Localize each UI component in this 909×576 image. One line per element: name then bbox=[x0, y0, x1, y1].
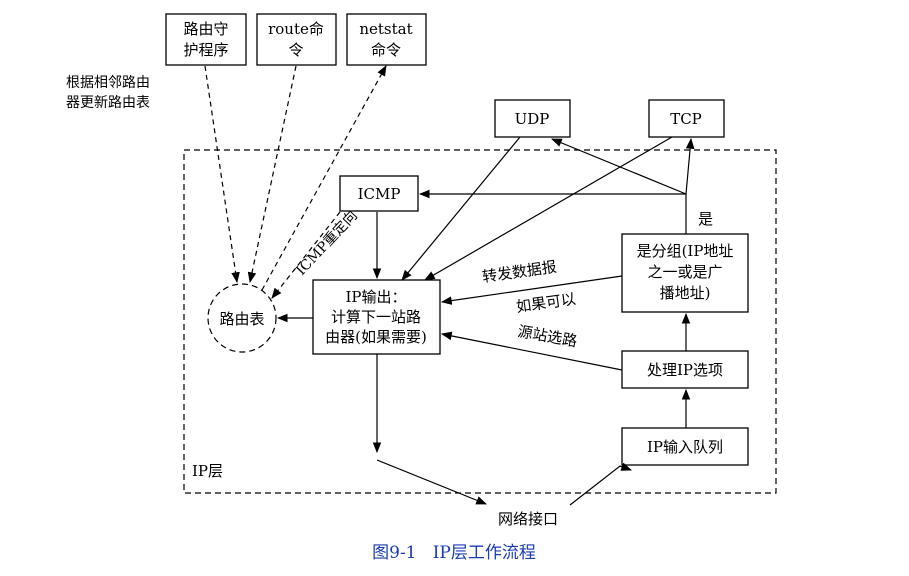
arrow-source-route bbox=[440, 331, 623, 371]
route-command-node: route命 令 bbox=[256, 13, 337, 66]
svg-text:TCP: TCP bbox=[670, 110, 702, 128]
svg-text:路由守: 路由守 bbox=[183, 20, 228, 38]
arrow-forward-datagram bbox=[440, 275, 623, 305]
yes-label: 是 bbox=[698, 210, 713, 228]
icmp-node: ICMP bbox=[339, 175, 419, 212]
svg-text:处理IP选项: 处理IP选项 bbox=[647, 361, 723, 379]
svg-text:路由表: 路由表 bbox=[219, 310, 264, 328]
arrow-routing-table-to-netstat bbox=[261, 65, 387, 291]
svg-text:播地址): 播地址) bbox=[660, 284, 711, 302]
svg-text:IP输入队列: IP输入队列 bbox=[647, 438, 723, 456]
arrow-network-interface-to-input-queue bbox=[569, 462, 633, 506]
process-ip-options-node: 处理IP选项 bbox=[621, 350, 749, 389]
arrow-udp-to-ip-output bbox=[401, 136, 521, 281]
arrow-icmp-redirect bbox=[271, 211, 341, 299]
icmp-redirect-label: ICMP重定向 bbox=[293, 208, 361, 279]
svg-text:护程序: 护程序 bbox=[183, 41, 228, 59]
ip-layer-boundary bbox=[183, 149, 777, 494]
svg-text:是分组(IP地址: 是分组(IP地址 bbox=[637, 242, 734, 260]
routing-daemon-node: 路由守 护程序 bbox=[165, 13, 247, 66]
if-possible-label: 如果可以 bbox=[515, 290, 577, 316]
is-for-us-node: 是分组(IP地址 之一或是广 播地址) bbox=[621, 233, 749, 313]
arrow-decision-to-udp bbox=[551, 138, 687, 195]
arrow-to-network-interface bbox=[376, 459, 488, 505]
svg-text:UDP: UDP bbox=[515, 110, 550, 128]
arrow-route-to-routing-table bbox=[247, 65, 297, 284]
forward-datagram-label: 转发数据报 bbox=[481, 258, 558, 286]
svg-text:IP输出：: IP输出： bbox=[345, 288, 406, 306]
ip-layer-label: IP层 bbox=[192, 462, 223, 480]
ip-output-node: IP输出： 计算下一站路 由器(如果需要) bbox=[312, 279, 441, 355]
update-routing-note: 根据相邻路由 器更新路由表 bbox=[66, 75, 150, 111]
arrow-daemon-to-routing-table bbox=[204, 65, 240, 284]
udp-node: UDP bbox=[494, 99, 571, 138]
svg-text:命令: 命令 bbox=[371, 41, 401, 59]
ip-input-queue-node: IP输入队列 bbox=[621, 427, 749, 466]
svg-text:计算下一站路: 计算下一站路 bbox=[331, 308, 421, 326]
svg-text:之一或是广: 之一或是广 bbox=[647, 263, 722, 281]
svg-text:令: 令 bbox=[288, 41, 303, 59]
routing-table-node: 路由表 bbox=[207, 283, 277, 353]
arrow-tcp-to-ip-output bbox=[424, 136, 673, 281]
arrow-decision-to-tcp bbox=[685, 137, 695, 195]
svg-text:route命: route命 bbox=[268, 20, 324, 38]
tcp-node: TCP bbox=[648, 99, 725, 138]
svg-text:由器(如果需要): 由器(如果需要) bbox=[325, 328, 427, 346]
svg-text:netstat: netstat bbox=[359, 20, 412, 38]
figure-caption: 图9-1 IP层工作流程 bbox=[372, 543, 536, 563]
svg-text:器更新路由表: 器更新路由表 bbox=[66, 95, 150, 111]
svg-text:ICMP: ICMP bbox=[358, 185, 401, 203]
netstat-command-node: netstat 命令 bbox=[346, 13, 427, 66]
svg-text:根据相邻路由: 根据相邻路由 bbox=[66, 75, 150, 91]
source-route-label: 源站选路 bbox=[516, 322, 578, 350]
network-interface-node: 网络接口 bbox=[498, 510, 558, 528]
